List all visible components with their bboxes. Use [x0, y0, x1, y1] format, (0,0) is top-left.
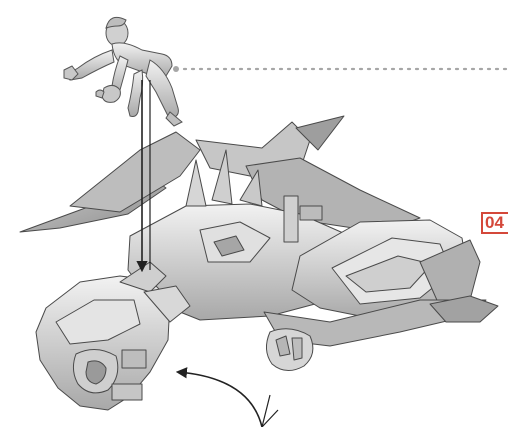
- dotted-guide-line: [173, 66, 508, 72]
- dragon-mecha-figure: [20, 116, 498, 410]
- pilot-figure: [64, 17, 182, 126]
- step-number-badge: 04: [481, 212, 508, 234]
- rotation-arrow-icon: [178, 372, 278, 427]
